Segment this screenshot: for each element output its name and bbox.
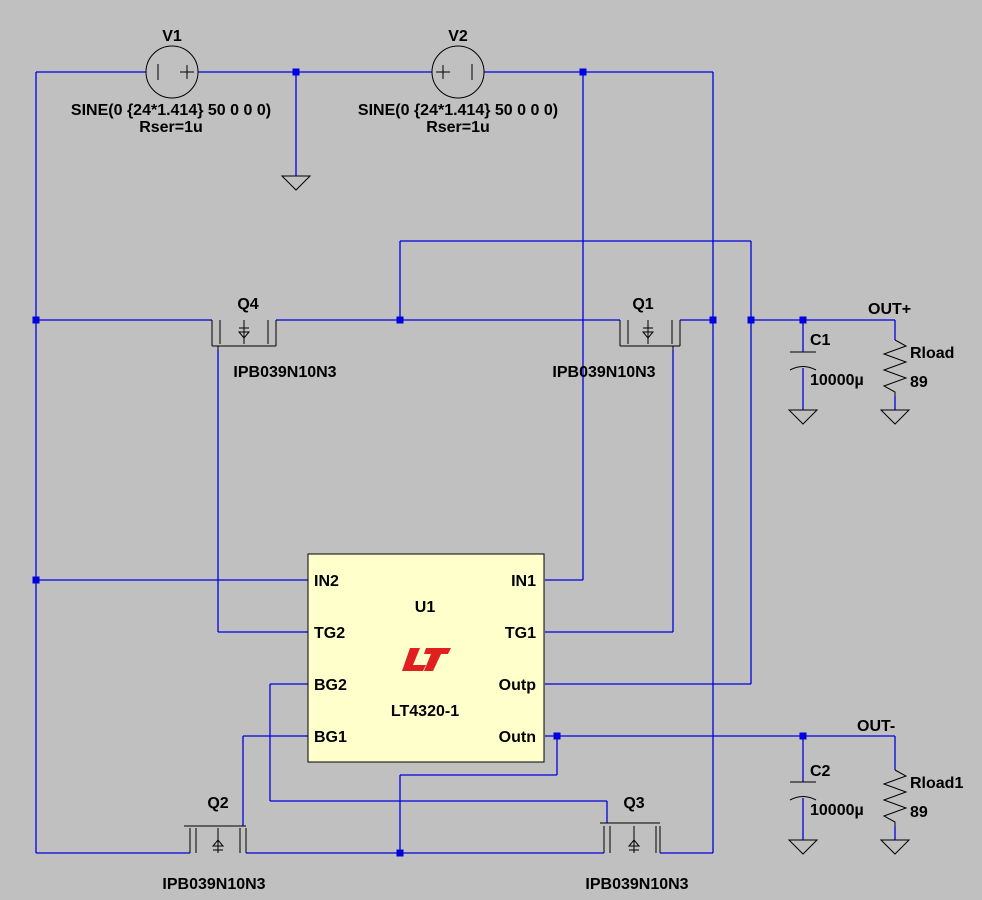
v1-name: V1 <box>162 28 182 45</box>
ground-symbols <box>280 175 911 855</box>
mosfet-q3[interactable]: Q3 IPB039N10N3 <box>585 795 688 893</box>
ground-icon <box>787 409 819 425</box>
q3-name: Q3 <box>623 795 644 812</box>
ic-part: LT4320-1 <box>391 703 459 720</box>
net-label-out-neg: OUT- <box>857 718 895 735</box>
resistor-rload[interactable]: Rload 89 <box>882 339 954 396</box>
q1-model: IPB039N10N3 <box>552 364 655 381</box>
pin-bg1: BG1 <box>314 729 347 746</box>
linear-technology-logo-icon <box>402 648 451 671</box>
ground-icon <box>879 839 911 855</box>
junction-dot <box>396 849 404 857</box>
junction-dot <box>553 732 561 740</box>
pin-tg1: TG1 <box>505 625 536 642</box>
v2-name: V2 <box>448 28 468 45</box>
rload1-name: Rload1 <box>910 775 963 792</box>
junction-dot <box>709 316 717 324</box>
voltage-source-v1[interactable]: V1 SINE(0 {24*1.414} 50 0 0 0) Rser=1u <box>71 28 271 136</box>
v1-function: SINE(0 {24*1.414} 50 0 0 0) <box>71 102 271 119</box>
q3-model: IPB039N10N3 <box>585 876 688 893</box>
ic-u1[interactable]: IN2 TG2 BG2 BG1 IN1 TG1 Outp Outn U1 LT4… <box>307 553 545 763</box>
ic-ref: U1 <box>415 599 436 616</box>
junction-dot <box>292 68 300 76</box>
junction-dot <box>579 68 587 76</box>
junction-dot <box>747 316 755 324</box>
rload-name: Rload <box>910 345 954 362</box>
v2-rser: Rser=1u <box>426 119 490 136</box>
junction-dot <box>32 316 40 324</box>
pin-outp: Outp <box>499 677 537 694</box>
q2-model: IPB039N10N3 <box>162 876 265 893</box>
junction-dot <box>799 732 807 740</box>
mosfet-q4[interactable]: Q4 IPB039N10N3 <box>211 296 337 381</box>
junction-dot <box>799 316 807 324</box>
v1-rser: Rser=1u <box>139 119 203 136</box>
ground-icon <box>787 839 819 855</box>
c1-name: C1 <box>810 332 831 349</box>
rload1-value: 89 <box>910 804 928 821</box>
rload-value: 89 <box>910 374 928 391</box>
q4-model: IPB039N10N3 <box>233 364 336 381</box>
q2-name: Q2 <box>207 795 228 812</box>
junction-dot <box>396 316 404 324</box>
voltage-source-v2[interactable]: V2 SINE(0 {24*1.414} 50 0 0 0) Rser=1u <box>358 28 558 136</box>
pin-tg2: TG2 <box>314 625 345 642</box>
c2-name: C2 <box>810 763 831 780</box>
resistor-rload1[interactable]: Rload1 89 <box>882 769 963 826</box>
c2-value: 10000µ <box>810 802 864 819</box>
capacitor-c2[interactable]: C2 10000µ <box>789 763 864 819</box>
v2-function: SINE(0 {24*1.414} 50 0 0 0) <box>358 102 558 119</box>
capacitor-c1[interactable]: C1 10000µ <box>789 332 864 389</box>
junction-dot <box>32 576 40 584</box>
ground-icon <box>879 409 911 425</box>
mosfet-q2[interactable]: Q2 IPB039N10N3 <box>162 795 265 893</box>
ground-icon <box>280 175 312 191</box>
mosfet-q1[interactable]: Q1 IPB039N10N3 <box>552 296 681 381</box>
ic-body <box>307 553 545 763</box>
pin-bg2: BG2 <box>314 677 347 694</box>
pin-in1: IN1 <box>511 573 536 590</box>
net-label-out-pos: OUT+ <box>868 301 911 318</box>
q4-name: Q4 <box>237 296 258 313</box>
junctions <box>32 68 807 857</box>
pin-in2: IN2 <box>314 573 339 590</box>
c1-value: 10000µ <box>810 372 864 389</box>
pin-outn: Outn <box>499 729 536 746</box>
wires <box>35 71 896 854</box>
q1-name: Q1 <box>632 296 653 313</box>
